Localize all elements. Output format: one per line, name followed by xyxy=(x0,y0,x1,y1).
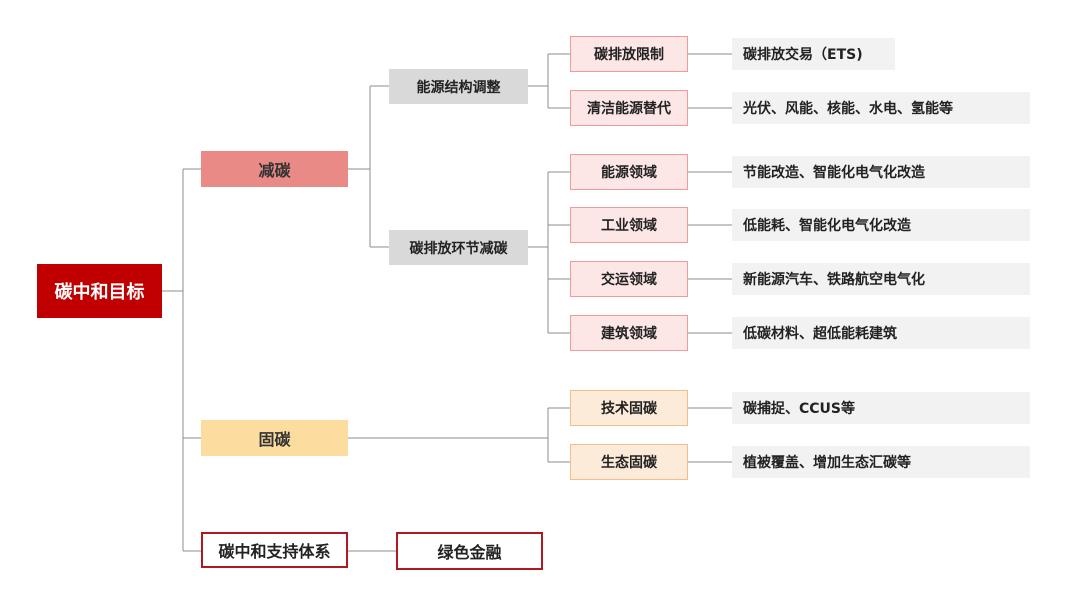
root-node: 碳中和目标 xyxy=(37,264,162,318)
emission-limit-node: 碳排放限制 xyxy=(570,36,688,72)
energy-field-node: 能源领域 xyxy=(570,154,688,190)
eco-fix-node: 生态固碳 xyxy=(570,444,688,480)
emission-links-node: 碳排放环节减碳 xyxy=(389,230,528,265)
green-finance-node: 绿色金融 xyxy=(396,532,543,570)
tech-fix-node: 技术固碳 xyxy=(570,390,688,426)
industry-field-node: 工业领域 xyxy=(570,207,688,243)
clean-energy-node: 清洁能源替代 xyxy=(570,90,688,126)
leaf-industry: 低能耗、智能化电气化改造 xyxy=(732,209,1030,241)
leaf-ccus: 碳捕捉、CCUS等 xyxy=(732,392,1030,424)
fix-carbon-node: 固碳 xyxy=(201,420,348,456)
leaf-transport: 新能源汽车、铁路航空电气化 xyxy=(732,263,1030,295)
leaf-renewables: 光伏、风能、核能、水电、氢能等 xyxy=(732,92,1030,124)
leaf-eco: 植被覆盖、增加生态汇碳等 xyxy=(732,446,1030,478)
energy-structure-node: 能源结构调整 xyxy=(389,69,528,104)
building-field-node: 建筑领域 xyxy=(570,315,688,351)
leaf-building: 低碳材料、超低能耗建筑 xyxy=(732,317,1030,349)
leaf-energy-saving: 节能改造、智能化电气化改造 xyxy=(732,156,1030,188)
leaf-ets: 碳排放交易（ETS) xyxy=(732,38,895,70)
transport-field-node: 交运领域 xyxy=(570,261,688,297)
support-system-node: 碳中和支持体系 xyxy=(201,532,348,568)
reduce-carbon-node: 减碳 xyxy=(201,151,348,187)
